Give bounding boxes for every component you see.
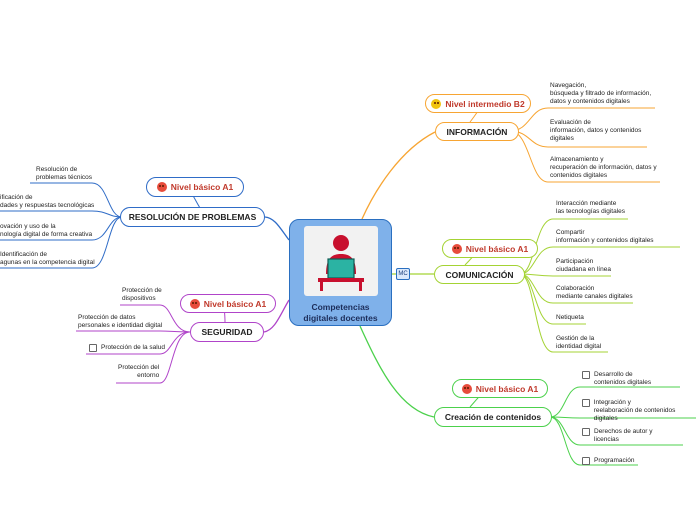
informacion-level-badge[interactable]: Nivel intermedio B2 [425, 94, 531, 113]
checkbox-icon[interactable] [89, 344, 97, 352]
resolucion-topic[interactable]: RESOLUCIÓN DE PROBLEMAS [120, 207, 265, 227]
creacion-item-3[interactable]: Derechos de autor y licencias [582, 428, 653, 444]
checkbox-icon[interactable] [582, 371, 590, 379]
resolucion-level-label: Nivel básico A1 [170, 182, 234, 192]
seguridad-item-2[interactable]: Protección de datos personales e identid… [78, 314, 163, 330]
seguridad-item-3[interactable]: Protección de la salud [89, 344, 165, 352]
informacion-item-2[interactable]: Evaluación de información, datos y conte… [550, 119, 642, 143]
comunicacion-item-3[interactable]: Participación ciudadana en línea [556, 258, 611, 274]
creacion-item-2[interactable]: Integración y reelaboración de contenido… [582, 399, 696, 424]
comunicacion-item-4[interactable]: Colaboración mediante canales digitales [556, 285, 633, 301]
creacion-level-label: Nivel básico A1 [475, 383, 539, 394]
informacion-topic[interactable]: INFORMACIÓN [435, 122, 519, 141]
angry-face-icon [451, 243, 462, 254]
connector-resolucion [264, 216, 290, 241]
creacion-item-1[interactable]: Desarrollo de contenidos digitales [582, 371, 651, 387]
resolucion-item-4[interactable]: Identificación de agunas en la competenc… [0, 251, 95, 267]
informacion-item-1[interactable]: Navegación, búsqueda y filtrado de infor… [550, 82, 652, 106]
resolucion-item-2[interactable]: ificación de dades y respuestas tecnológ… [0, 194, 95, 210]
creacion-item-4[interactable]: Programación [582, 457, 634, 465]
checkbox-icon[interactable] [582, 457, 590, 465]
informacion-level-label: Nivel intermedio B2 [445, 98, 525, 109]
connector-seguridad [263, 299, 290, 333]
teacher-computer-icon [304, 226, 378, 296]
central-title: Competencias digitales docentes [303, 302, 378, 323]
seguridad-topic-label: SEGURIDAD [201, 327, 253, 337]
angry-face-icon [461, 383, 472, 394]
seguridad-level-label: Nivel básico A1 [203, 298, 267, 309]
resolucion-item-3[interactable]: ovación y uso de la nología digital de f… [0, 223, 93, 239]
resolucion-level-badge[interactable]: Nivel básico A1 [146, 177, 244, 197]
informacion-item-3[interactable]: Almacenamiento y recuperación de informa… [550, 156, 657, 180]
connector-creacion [359, 325, 435, 418]
resolucion-topic-label: RESOLUCIÓN DE PROBLEMAS [128, 212, 257, 222]
seguridad-item-4[interactable]: Protección del entorno [118, 364, 160, 380]
connector-informacion [361, 131, 436, 220]
comunicacion-topic[interactable]: COMUNICACIÓN [434, 265, 525, 284]
informacion-topic-label: INFORMACIÓN [446, 126, 508, 137]
comunicacion-level-badge[interactable]: Nivel básico A1 [442, 239, 538, 258]
resolucion-item-1[interactable]: Resolución de problemas técnicos [36, 166, 92, 182]
angry-face-icon [156, 182, 167, 192]
comunicacion-item-1[interactable]: Interacción mediante las tecnologías dig… [556, 200, 626, 216]
mc-tag: MC [396, 268, 410, 280]
checkbox-icon[interactable] [582, 428, 590, 436]
comunicacion-item-6[interactable]: Gestión de la identidad digital [556, 335, 602, 351]
checkbox-icon[interactable] [582, 399, 590, 407]
comunicacion-topic-label: COMUNICACIÓN [445, 269, 514, 280]
angry-face-icon [189, 298, 200, 309]
comunicacion-item-5[interactable]: Netiqueta [556, 314, 584, 321]
comunicacion-level-label: Nivel básico A1 [465, 243, 529, 254]
creacion-topic[interactable]: Creación de contenidos [434, 407, 552, 427]
creacion-topic-label: Creación de contenidos [444, 412, 542, 422]
seguridad-item-1[interactable]: Protección de dispositivos [122, 287, 162, 303]
creacion-level-badge[interactable]: Nivel básico A1 [452, 379, 548, 398]
thinking-face-icon [431, 98, 442, 109]
central-topic[interactable]: Competencias digitales docentes [289, 219, 392, 326]
comunicacion-item-2[interactable]: Compartir información y contenidos digit… [556, 229, 654, 245]
seguridad-level-badge[interactable]: Nivel básico A1 [180, 294, 276, 313]
seguridad-topic[interactable]: SEGURIDAD [190, 322, 264, 342]
